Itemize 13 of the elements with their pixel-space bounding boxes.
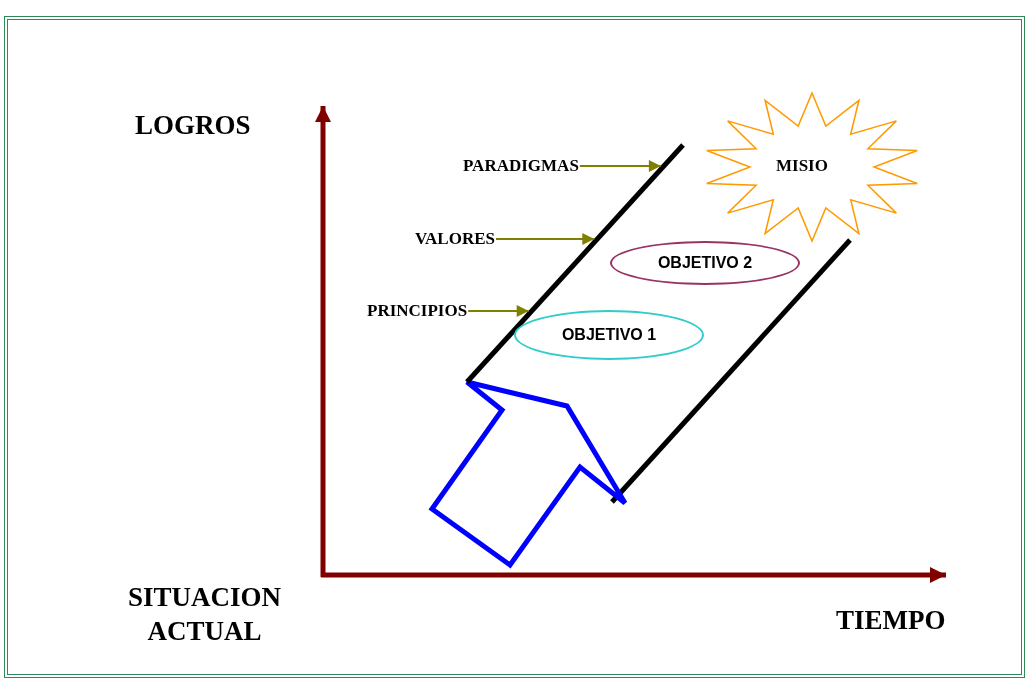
annotation-text: VALORES: [415, 229, 495, 249]
annotation-text: PRINCIPIOS: [367, 301, 468, 321]
axis-label: TIEMPO: [836, 604, 946, 637]
objective-ellipse: OBJETIVO 2: [610, 241, 800, 285]
axis-label: LOGROS: [135, 109, 251, 142]
starburst-shape: [705, 91, 919, 243]
objective-ellipse: OBJETIVO 1: [514, 310, 704, 360]
axis-label: SITUACION ACTUAL: [126, 581, 282, 648]
leader-arrow: [467, 305, 530, 317]
leader-arrow: [495, 233, 596, 245]
leader-arrow: [578, 160, 662, 172]
star-label: MISIO: [776, 156, 828, 176]
annotation-text: PARADIGMAS: [463, 156, 579, 176]
